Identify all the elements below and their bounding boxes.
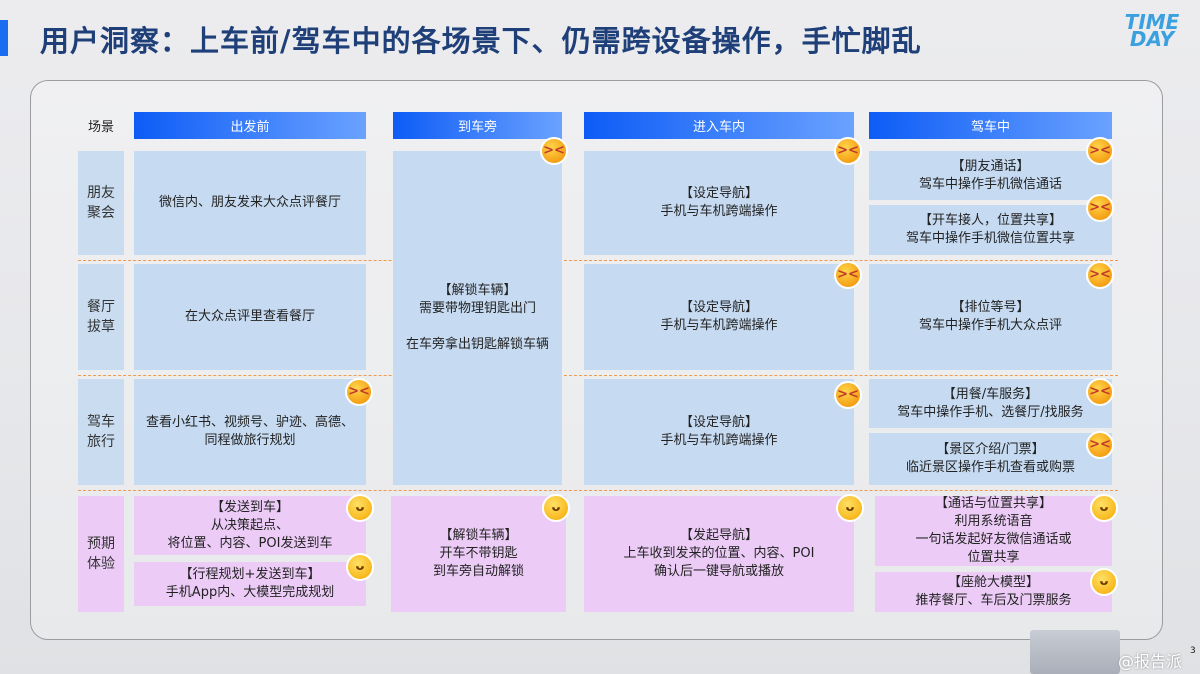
angry-face-icon: >< — [834, 381, 862, 409]
smiley-face-icon: ᴗ — [836, 494, 864, 522]
page-title: 用户洞察：上车前/驾车中的各场景下、仍需跨设备操作，手忙脚乱 — [40, 24, 922, 58]
column-header: 出发前 — [134, 112, 366, 139]
cell: 【通话与位置共享】 利用系统语音 一句话发起好友微信通话或 位置共享 — [875, 496, 1112, 566]
cell: 【用餐/车服务】 驾车中操作手机、选餐厅/找服务 — [869, 379, 1112, 428]
cell: 查看小红书、视频号、驴迹、高德、 同程做旅行规划 — [134, 379, 366, 485]
cell: 【开车接人，位置共享】 驾车中操作手机微信位置共享 — [869, 205, 1112, 255]
cell: 【座舱大模型】 推荐餐厅、车后及门票服务 — [875, 572, 1112, 612]
column-header: 到车旁 — [393, 112, 562, 139]
cell: 【设定导航】 手机与车机跨端操作 — [584, 379, 854, 485]
row-divider — [78, 260, 1118, 261]
smiley-face-icon: ᴗ — [346, 494, 374, 522]
angry-face-icon: >< — [1086, 261, 1114, 289]
cell: 【排位等号】 驾车中操作手机大众点评 — [869, 264, 1112, 370]
column-header: 驾车中 — [869, 112, 1112, 139]
cell: 【解锁车辆】 需要带物理钥匙出门 在车旁拿出钥匙解锁车辆 — [393, 151, 562, 485]
cell: 【朋友通话】 驾车中操作手机微信通话 — [869, 151, 1112, 200]
watermark: @报告派 — [1118, 652, 1183, 671]
page-number: 3 — [1190, 646, 1196, 656]
row-label: 预期 体验 — [78, 496, 124, 612]
cell: 【解锁车辆】 开车不带钥匙 到车旁自动解锁 — [391, 496, 566, 612]
title-accent-bar — [0, 20, 8, 56]
smiley-face-icon: ᴗ — [1090, 494, 1118, 522]
angry-face-icon: >< — [834, 261, 862, 289]
angry-face-icon: >< — [1086, 378, 1114, 406]
row-divider — [78, 375, 1118, 376]
decorative-device-illustration — [1030, 630, 1120, 674]
cell: 【设定导航】 手机与车机跨端操作 — [584, 264, 854, 370]
column-header: 进入车内 — [584, 112, 854, 139]
cell: 【行程规划+发送到车】 手机App内、大模型完成规划 — [134, 562, 366, 606]
row-label: 驾车 旅行 — [78, 379, 124, 485]
row-divider — [78, 490, 1118, 491]
smiley-face-icon: ᴗ — [542, 494, 570, 522]
angry-face-icon: >< — [345, 378, 373, 406]
logo: TIME DAY — [1124, 10, 1180, 51]
row-label: 餐厅 拔草 — [78, 264, 124, 370]
cell: 【发送到车】 从决策起点、 将位置、内容、POI发送到车 — [134, 496, 366, 555]
cell: 微信内、朋友发来大众点评餐厅 — [134, 151, 366, 255]
cell: 【设定导航】 手机与车机跨端操作 — [584, 151, 854, 255]
angry-face-icon: >< — [1086, 194, 1114, 222]
smiley-face-icon: ᴗ — [346, 553, 374, 581]
angry-face-icon: >< — [834, 137, 862, 165]
angry-face-icon: >< — [540, 137, 568, 165]
row-label: 朋友 聚会 — [78, 151, 124, 255]
scene-label: 场景 — [87, 120, 114, 135]
angry-face-icon: >< — [1086, 431, 1114, 459]
angry-face-icon: >< — [1086, 137, 1114, 165]
cell: 在大众点评里查看餐厅 — [134, 264, 366, 370]
smiley-face-icon: ᴗ — [1090, 568, 1118, 596]
cell: 【景区介绍/门票】 临近景区操作手机查看或购票 — [869, 433, 1112, 485]
cell: 【发起导航】 上车收到发来的位置、内容、POI 确认后一键导航或播放 — [584, 496, 854, 612]
